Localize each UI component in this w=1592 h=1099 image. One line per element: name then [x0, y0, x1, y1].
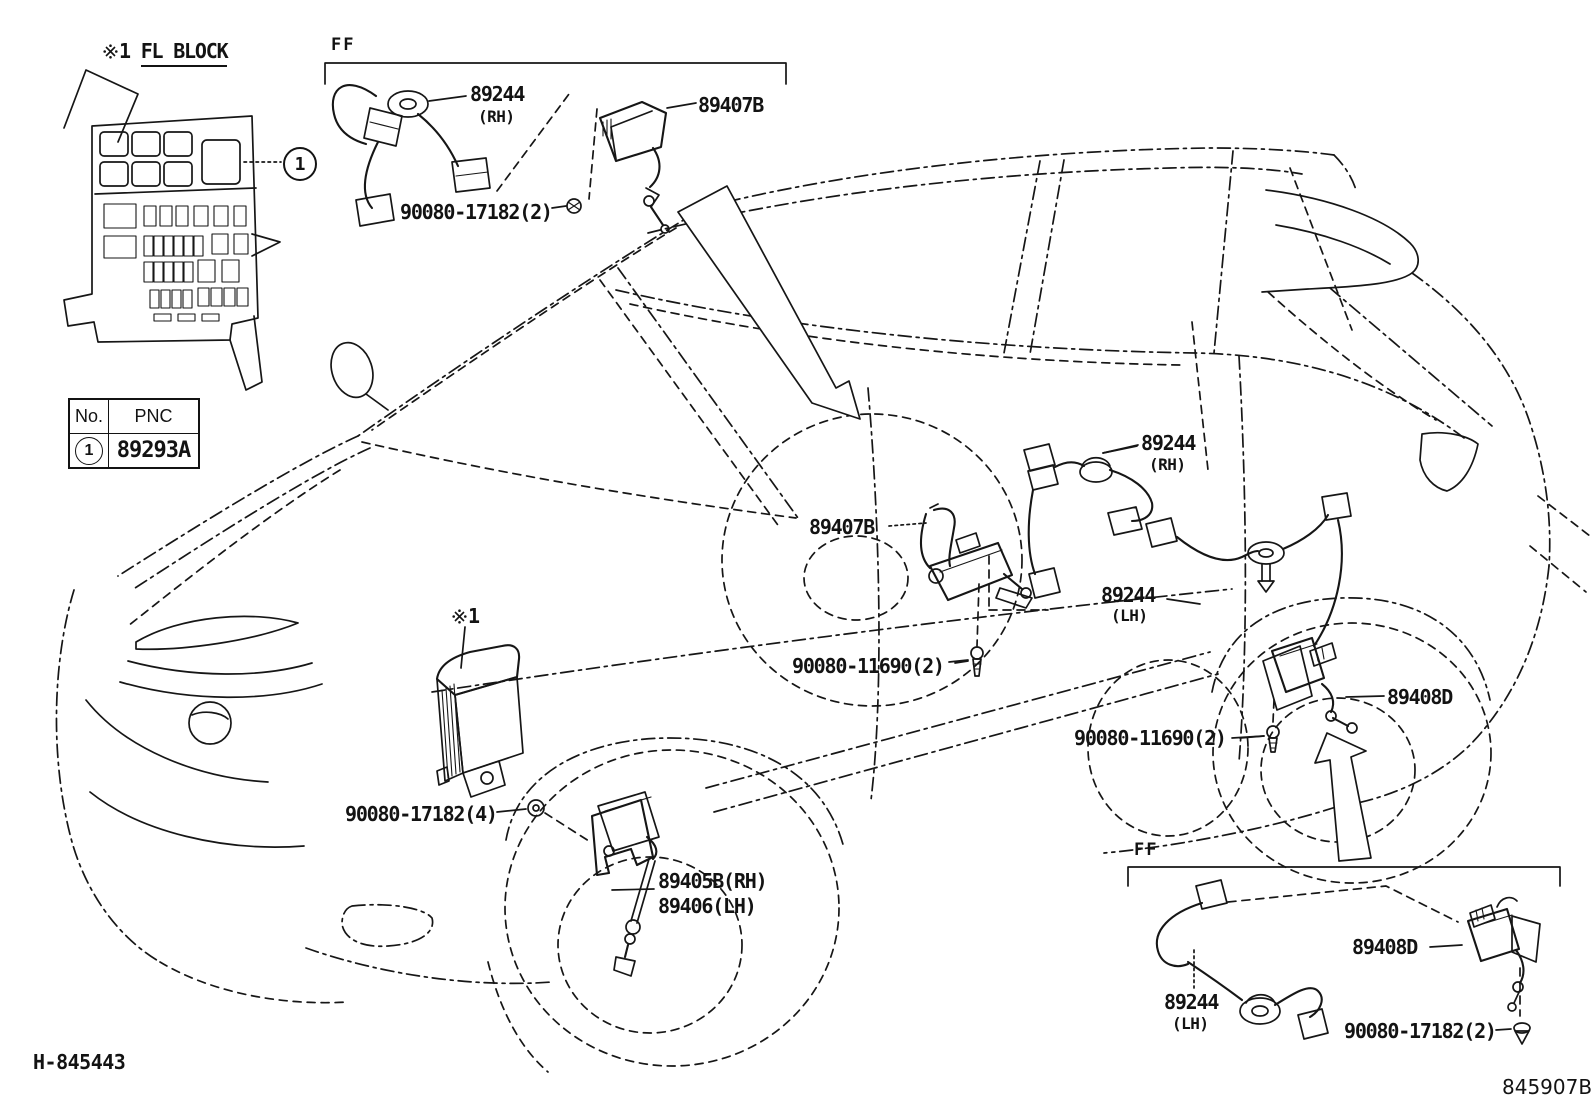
figure-number: 845907B	[1502, 1075, 1592, 1099]
callout-1-badge: 1	[283, 147, 317, 181]
reference-mark-icon	[103, 42, 118, 62]
wheels	[504, 413, 1492, 1067]
side-label-lh-car: (LH)	[1111, 606, 1148, 625]
pnc-table-col-pnc: PNC	[108, 398, 200, 434]
front-height-sensor-drawing	[590, 791, 660, 977]
side-label-rh-car: (RH)	[1149, 455, 1186, 474]
part-label-89407b-car: 89407B	[809, 515, 875, 539]
pnc-table: No. PNC 1 89293A	[68, 398, 200, 469]
pnc-table-row-pnc: 89293A	[108, 433, 200, 469]
front-detail-harness-drawing	[331, 84, 598, 227]
leader-lines	[954, 444, 1265, 739]
fl-block-ref-no: 1	[119, 39, 131, 63]
front-detail-sensor-drawing	[598, 100, 697, 234]
pnc-row-number: 1	[75, 436, 103, 465]
pnc-table-row-no: 1	[68, 433, 109, 469]
part-label-89244-rear-detail: 89244	[1164, 990, 1219, 1014]
rear-detail-harness-drawing	[1155, 879, 1459, 1040]
part-label-89408d-car: 89408D	[1387, 685, 1453, 709]
part-label-90080-11690-rear: 90080-11690(2)	[1074, 726, 1227, 750]
ecu-drawing	[435, 626, 593, 844]
part-label-90080-17182-2-front-detail: 90080-17182(2)	[400, 200, 553, 224]
part-label-89244-front-detail: 89244	[470, 82, 525, 106]
rear-detail-sensor-drawing	[1429, 896, 1541, 1045]
detail-box-rear-tag: FF	[1134, 840, 1159, 860]
pointer-arrow-rear	[1314, 732, 1372, 862]
pointer-arrow-front	[677, 185, 861, 420]
rear-rh-harness-drawing	[1023, 443, 1154, 599]
detail-box-front-tag: FF	[331, 35, 356, 55]
pnc-table-col-no: No.	[68, 398, 109, 434]
rear-sensor-drawing	[1231, 636, 1385, 753]
drawing-number: H-845443	[33, 1050, 126, 1074]
part-label-90080-17182-2-rear-detail: 90080-17182(2)	[1344, 1019, 1497, 1043]
ecu-ref-label: 1	[452, 604, 480, 628]
part-label-90080-17182-4: 90080-17182(4)	[345, 802, 498, 826]
car-outline	[357, 147, 1591, 854]
part-label-89405b-rh: 89405B(RH)	[658, 869, 768, 893]
part-label-89407b-front-detail: 89407B	[698, 93, 764, 117]
mid-front-sensor-drawing	[888, 503, 1049, 677]
side-label-rh-front-detail: (RH)	[478, 107, 515, 126]
fuse-block-drawing	[63, 69, 282, 391]
part-label-89244-rh-car: 89244	[1141, 431, 1196, 455]
callout-1-number: 1	[294, 153, 306, 175]
part-label-89408d-rear-detail: 89408D	[1352, 935, 1418, 959]
side-label-lh-rear-detail: (LH)	[1172, 1014, 1209, 1033]
reference-mark-icon	[452, 607, 467, 627]
ecu-ref-no: 1	[468, 604, 480, 628]
part-label-90080-11690-front: 90080-11690(2)	[792, 654, 945, 678]
fl-block-label: 1 FL BLOCK	[103, 39, 229, 67]
rear-lh-harness-drawing	[1145, 492, 1352, 648]
fl-block-name: FL BLOCK	[140, 39, 229, 67]
part-label-89244-lh-car: 89244	[1101, 583, 1156, 607]
front-fascia	[55, 341, 553, 1073]
part-label-89406-lh: 89406(LH)	[658, 894, 757, 918]
detail-box-brackets	[324, 62, 1561, 887]
